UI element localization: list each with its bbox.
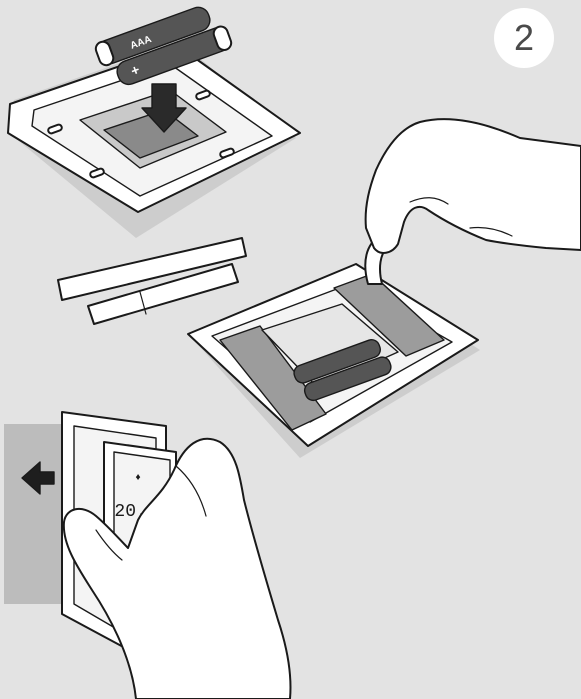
drop-icon: ♦ <box>135 472 140 483</box>
hand-peeling <box>366 119 581 253</box>
adhesive-strips <box>58 238 246 324</box>
hand <box>366 119 581 253</box>
back-plate-with-batteries: AAA + <box>8 0 300 238</box>
wall-mounting: ♦ 20.5 ^ v <box>4 412 291 699</box>
